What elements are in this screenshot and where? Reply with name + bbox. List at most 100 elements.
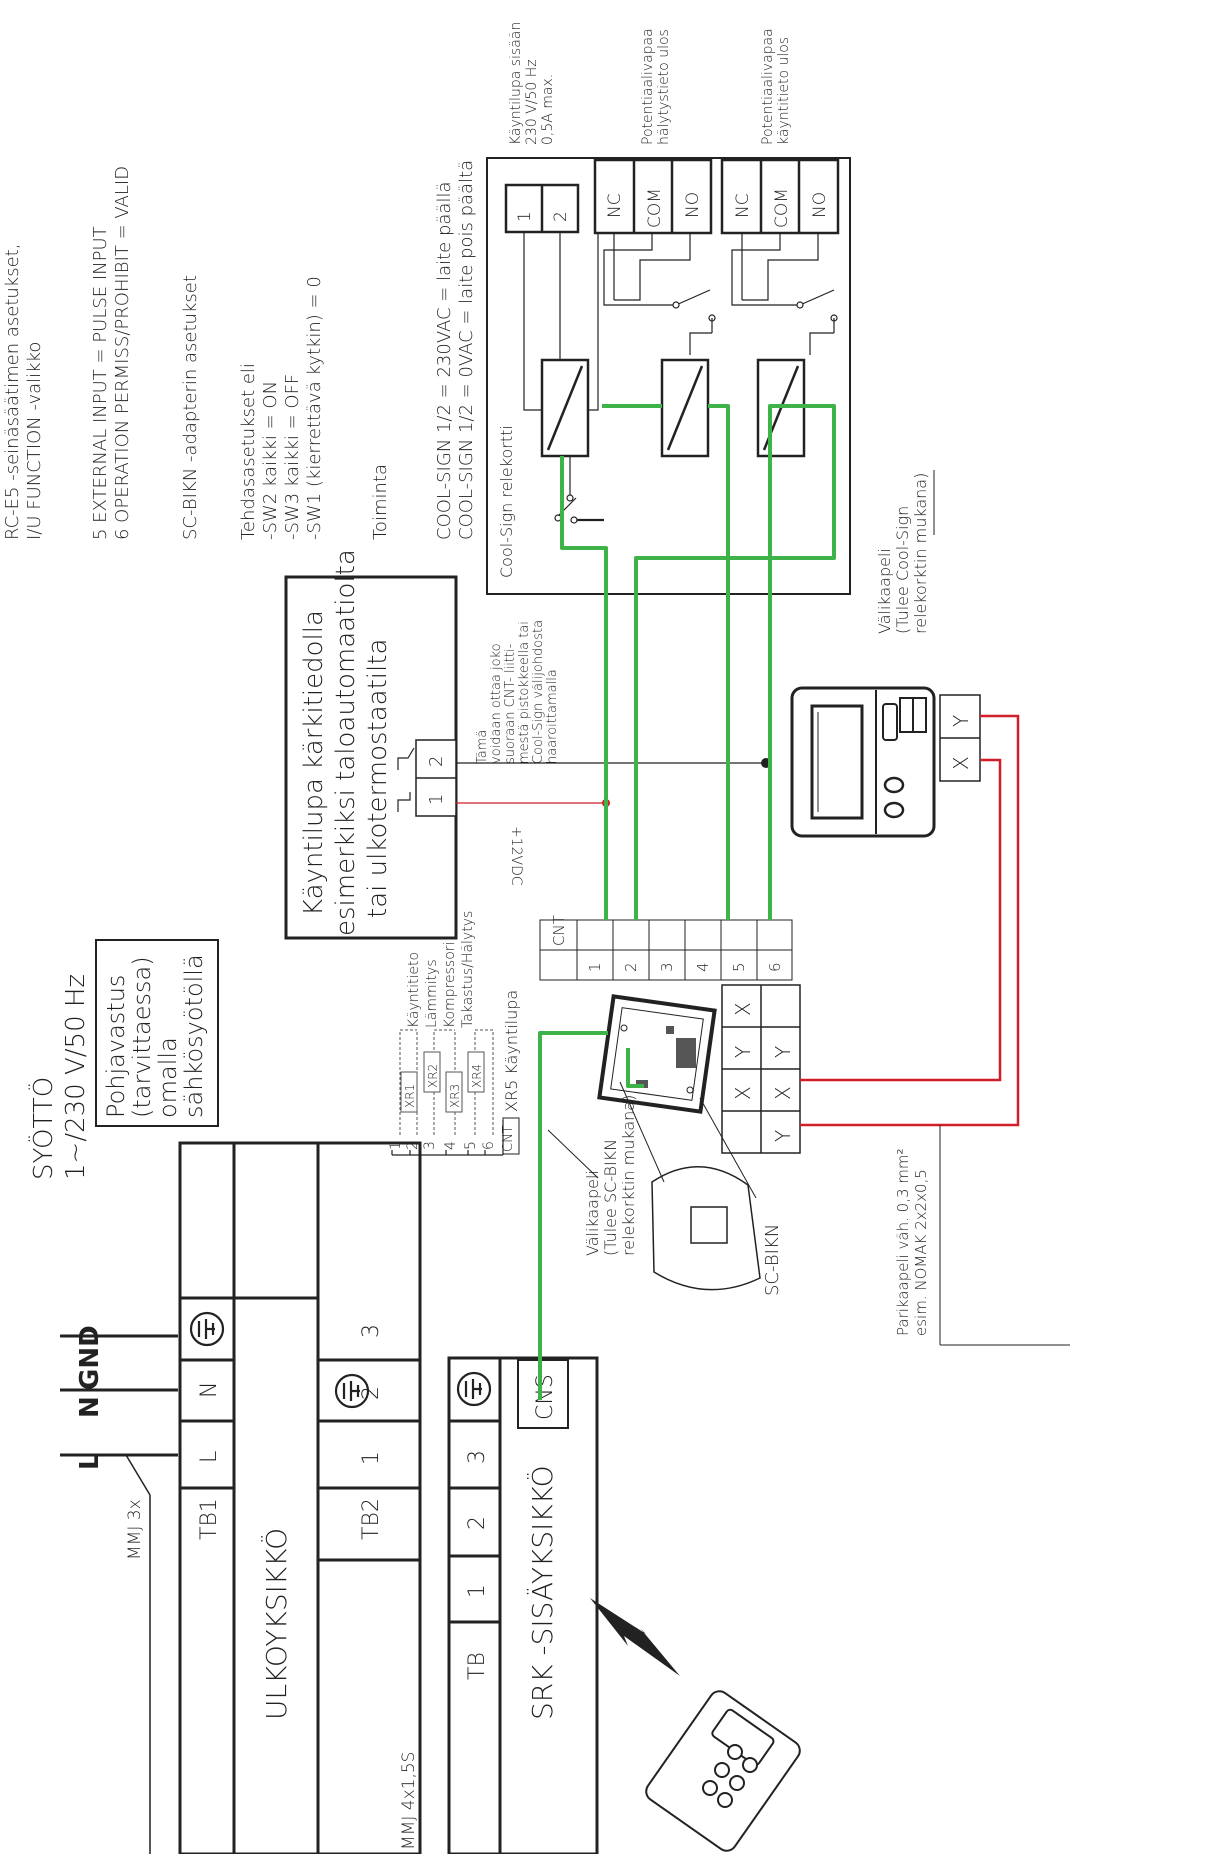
- indoor-cns: CNS: [533, 1374, 558, 1420]
- xr-cnt: CNT: [501, 1125, 516, 1152]
- cnt-connector: [539, 919, 793, 981]
- settings-notes: RC-E5 -seinäsäätimen asetukset, I/U FUNC…: [2, 160, 477, 540]
- outdoor-name: ULKOYKSIKKÖ: [259, 1528, 293, 1720]
- xr-box-3: XR3: [448, 1084, 462, 1108]
- tap-note-l5: Cool-Sign välijohdosta: [531, 620, 546, 764]
- coolsign-top1-l2: 230 V/50 Hz: [524, 59, 540, 145]
- ground-icon: [334, 1373, 370, 1409]
- note-toiminta: Toiminta: [370, 464, 391, 540]
- remote-control-icon: [645, 1690, 801, 1852]
- cnt-labels: CNT 1 2 3 4 5 6: [550, 915, 784, 972]
- run-nc: NC: [733, 193, 753, 218]
- scbikn-module-icon: [597, 994, 717, 1114]
- supply-n-label: N: [75, 1396, 105, 1418]
- indoor-terminal-1: 1: [465, 1584, 490, 1598]
- coolsign-top3-l2: käyntitieto ulos: [776, 37, 792, 145]
- dc-label: +12VDC: [508, 826, 524, 886]
- xr-box-1: XR1: [403, 1084, 417, 1108]
- tap-note-l6: haaroittamalla: [545, 669, 560, 764]
- adapter-xy-labels: X Y X Y X Y: [731, 1002, 795, 1142]
- indoor-tb: TB: [465, 1652, 490, 1680]
- permit-terminal-2: 2: [426, 756, 447, 767]
- indoor-ground-icon: [456, 1371, 492, 1407]
- coolsign-top-labels: Käyntilupa sisään 230 V/50 Hz 0,5A max. …: [508, 22, 792, 145]
- permit-box: Käyntilupa kärkitiedolla esimerkiksi tal…: [284, 549, 458, 940]
- note-cool-off: COOL-SIGN 1/2 = 0VAC = laite pois päältä: [456, 160, 477, 540]
- indoor-terminal-3: 3: [465, 1450, 490, 1464]
- note-rc-line2: I/U FUNCTION -valikko: [24, 342, 45, 540]
- pair-cable-l2: esim. NOMAK 2x2x0,5: [912, 1169, 930, 1336]
- wireless-icon: [590, 1598, 680, 1676]
- coolsign-cable-l3: relekorktin mukana): [911, 473, 930, 634]
- outdoor-ground-icons: [189, 1311, 370, 1409]
- permit-line3: tai ulkotermostaatilta: [363, 639, 393, 918]
- supply-spec: 1~/230 V/50 Hz: [61, 974, 91, 1180]
- alarm-nc: NC: [605, 193, 625, 218]
- heater-line4: sähkösyötöllä: [180, 954, 208, 1118]
- wall-thermostat-icon: [790, 686, 936, 838]
- outdoor-terminal-n: N: [197, 1382, 222, 1398]
- coolsign-top2-l2: hälytystieto ulos: [656, 29, 672, 145]
- supply-l-label: L: [75, 1453, 105, 1470]
- scbikn-cable-l3: relekorktin mukana): [619, 1095, 638, 1256]
- tap-note-l2: voidaan ottaa joko: [489, 643, 504, 764]
- adapter-xy-strip: [721, 984, 801, 1154]
- run-no: NO: [810, 192, 830, 218]
- supply-section: SYÖTTÖ 1~/230 V/50 Hz GND N L MMJ 3x: [27, 974, 178, 1854]
- coolsign-cable-l2: (Tulee Cool-Sign: [893, 506, 912, 634]
- xy-bottom-1: Y: [771, 1130, 795, 1142]
- coolsign-cable-l1: Välikaapeli: [875, 548, 894, 634]
- coolsign-board: Cool-Sign relekortti 1 2 NC COM NO NC CO…: [486, 157, 851, 595]
- coolsign-terminal-2: 2: [551, 211, 571, 222]
- tap-note-l1: Tämä: [475, 730, 490, 764]
- note-sw1: -SW1 (kierrettävä kytkin) = 0: [304, 276, 325, 540]
- xr-row-1: 1: [388, 1141, 404, 1150]
- xr-label-3: Kompressori: [442, 942, 458, 1028]
- supply-title: SYÖTTÖ: [27, 1077, 59, 1180]
- coolsign-top3-l1: Potentiaalivapaa: [760, 28, 776, 145]
- run-com: COM: [772, 188, 792, 228]
- xr-box-4: XR4: [470, 1064, 484, 1088]
- xr-label-4: Takastus/Hälytys: [460, 911, 476, 1028]
- note-scbikn-title: SC-BIKN -adapterin asetukset: [180, 275, 201, 540]
- heater-box: Pohjavastus (tarvittaessa) omalla sähkös…: [95, 939, 219, 1127]
- xr-box-2: XR2: [426, 1064, 440, 1088]
- xr-row-4: 4: [443, 1141, 459, 1150]
- xr-pin-table: 1 2 3 4 5 6 CNT XR1 XR2 XR3 XR4 Käyntit: [388, 911, 521, 1156]
- tap-note-l3: suoraan CNT- liitti-: [503, 643, 518, 764]
- note-cool-on: COOL-SIGN 1/2 = 230VAC = laite päällä: [434, 182, 455, 541]
- scbikn-name: SC-BIKN: [762, 1224, 783, 1296]
- xy-bottom-2: X: [771, 1086, 795, 1100]
- permit-line1: Käyntilupa kärkitiedolla: [299, 610, 329, 916]
- cnt-pin-5: 5: [730, 962, 748, 972]
- note-sw3: -SW3 kaikki = OFF: [282, 374, 303, 540]
- alarm-com: COM: [645, 188, 665, 228]
- tap-note: Tämä voidaan ottaa joko suoraan CNT- lii…: [475, 620, 560, 764]
- outdoor-terminal-3: 3: [359, 1324, 384, 1338]
- heater-line1: Pohjavastus: [102, 975, 130, 1118]
- heater-line2: (tarvittaessa): [128, 956, 156, 1118]
- tap-note-l4: mestä pistokkeella tai: [517, 621, 532, 764]
- thermostat-xy: [939, 694, 981, 782]
- outdoor-tb2: TB2: [359, 1498, 384, 1540]
- note-factory-title: Tehdasasetukset eli: [238, 363, 259, 540]
- ground-icon: [189, 1311, 225, 1347]
- note-setting-5: 5 EXTERNAL INPUT = PULSE INPUT: [90, 226, 111, 540]
- permit-terminal-1: 1: [426, 794, 447, 805]
- xy-top-1: X: [731, 1002, 755, 1016]
- outdoor-unit-labels: TB1 L N ULKOYKSIKKÖ TB2 1 2 3: [197, 1324, 384, 1720]
- pair-cable-l1: Parikaapeli väh. 0,3 mm²: [894, 1148, 912, 1336]
- indoor-unit-labels: 3 2 1 TB SRK -SISÄYKSIKKÖ CNS: [465, 1374, 559, 1720]
- coolsign-terminal-1: 1: [515, 211, 535, 222]
- ground-icon: [456, 1371, 492, 1407]
- coolsign-name: Cool-Sign relekortti: [497, 425, 516, 578]
- xr-label-2: Lämmitys: [424, 959, 440, 1028]
- outdoor-unit: [178, 1141, 422, 1854]
- xr-label-1: Käyntitieto: [406, 952, 422, 1028]
- coolsign-top2-l1: Potentiaalivapaa: [640, 28, 656, 145]
- outdoor-terminal-1: 1: [359, 1451, 384, 1465]
- cnt-pin-4: 4: [694, 962, 712, 972]
- xy-top-3: X: [731, 1086, 755, 1100]
- xr5-label: XR5 Käyntilupa: [502, 990, 521, 1112]
